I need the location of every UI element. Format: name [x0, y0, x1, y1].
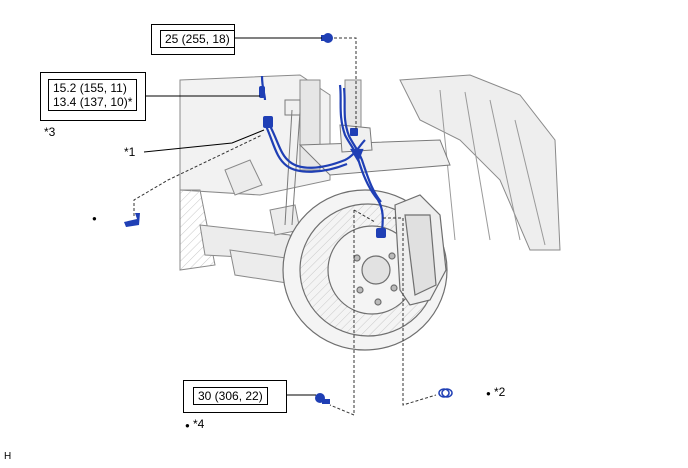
leader-lines: [142, 37, 322, 396]
clip-left: [124, 213, 140, 227]
torque-alternate: 13.4 (137, 10)*: [53, 95, 133, 109]
flexible-hose: [260, 75, 384, 233]
torque-spec-bottom: 30 (306, 22): [193, 387, 268, 405]
torque-spec-top: 25 (255, 18): [160, 30, 235, 48]
callout-1: *1: [124, 145, 136, 159]
steering-rack: [179, 159, 301, 286]
brake-caliper: [394, 194, 447, 306]
callout-4: *4: [193, 417, 205, 431]
callout-3: *3: [44, 125, 56, 139]
gasket-washer: [438, 388, 453, 398]
hose-fittings: [259, 86, 386, 238]
bullet-clip: ●: [92, 214, 97, 223]
callout-2: *2: [494, 385, 506, 399]
bullet-bolt: ●: [185, 421, 190, 430]
torque-standard: 15.2 (155, 11): [53, 81, 127, 95]
bullet-gasket: ●: [486, 389, 491, 398]
dashed-routing-lines: [133, 37, 437, 416]
corner-mark: H: [4, 451, 12, 462]
bolt-bottom: [315, 393, 330, 404]
bolt-top: [321, 33, 333, 43]
torque-spec-upper-left: 15.2 (155, 11) 13.4 (137, 10)*: [48, 79, 138, 111]
